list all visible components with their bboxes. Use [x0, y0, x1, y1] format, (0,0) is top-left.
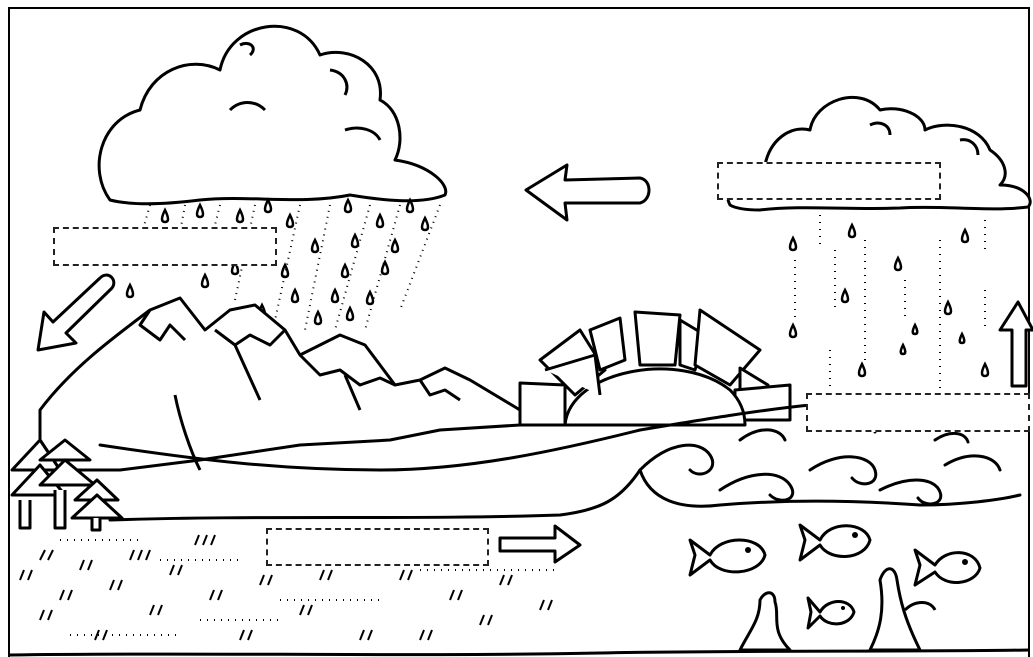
left-raincloud	[99, 26, 446, 203]
arrow-down-left-icon	[38, 275, 114, 350]
blank-label-box-evaporation[interactable]	[806, 393, 1030, 432]
blank-label-box-condensation[interactable]	[717, 162, 941, 200]
right-rain	[790, 225, 988, 376]
sun	[520, 310, 790, 425]
blank-label-box-collection[interactable]	[266, 528, 489, 566]
ground-line	[10, 650, 1030, 655]
mountains	[40, 298, 520, 470]
arrow-left-icon	[526, 165, 649, 220]
fish-2	[800, 525, 870, 560]
fish-3	[915, 550, 980, 585]
right-rain-dots	[795, 215, 985, 390]
fish-4	[808, 598, 854, 628]
fish-1	[690, 540, 765, 575]
blank-label-box-precipitation[interactable]	[53, 227, 277, 266]
arrow-right-icon	[500, 526, 580, 562]
fish	[690, 525, 980, 628]
